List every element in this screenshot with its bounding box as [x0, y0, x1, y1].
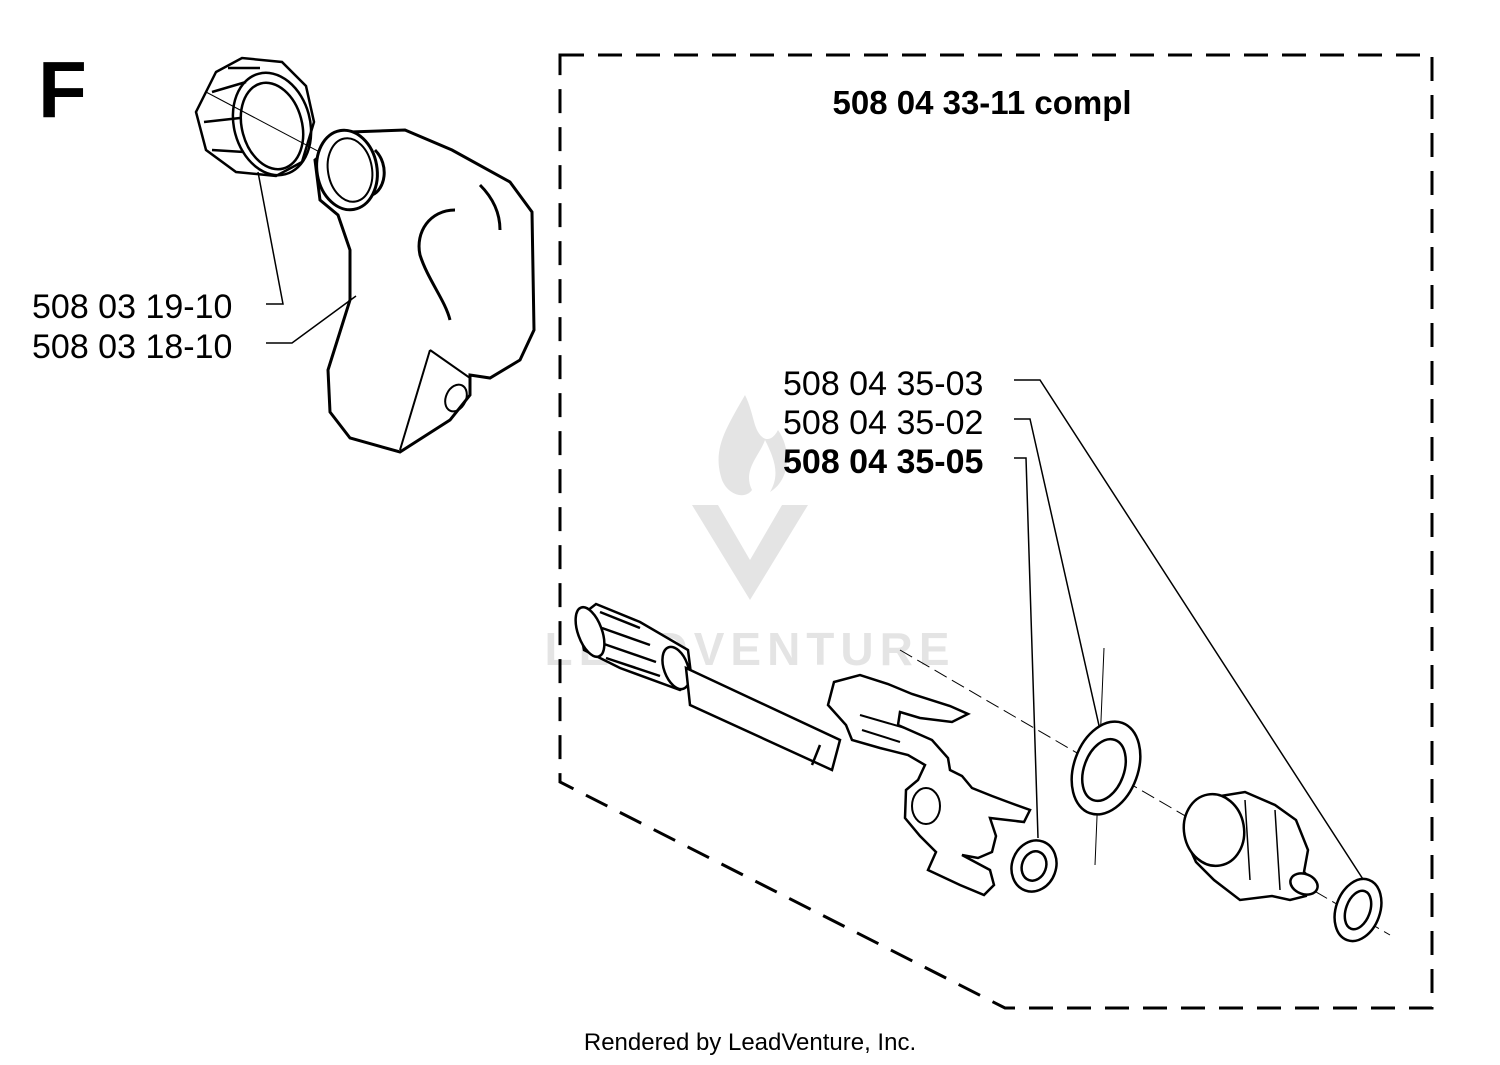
lever-part — [826, 673, 1032, 897]
washer-small-part — [1333, 877, 1383, 943]
washer-large-part — [1070, 720, 1142, 816]
housing-part — [313, 128, 536, 454]
assembly-frame — [558, 53, 1434, 1010]
footer-credit: Rendered by LeadVenture, Inc. — [584, 1029, 916, 1056]
leader-lines-left — [257, 171, 357, 344]
part-number-washer-mid: 508 04 35-05 — [783, 443, 983, 481]
v-logo-icon — [692, 505, 808, 600]
leader-lines-assembly — [1014, 379, 1371, 891]
shaft-part — [574, 602, 842, 772]
part-number-housing: 508 03 18-10 — [32, 328, 232, 366]
bushing-part — [1182, 790, 1319, 902]
flame-icon — [718, 395, 788, 496]
part-number-washer-small: 508 04 35-03 — [783, 365, 983, 403]
part-number-washer-large: 508 04 35-02 — [783, 404, 983, 442]
section-letter: F — [38, 45, 87, 134]
washer-mid-part — [1010, 839, 1058, 893]
part-number-knob: 508 03 19-10 — [32, 288, 232, 326]
knob-part — [194, 56, 421, 206]
assembly-label: 508 04 33-11 compl — [832, 84, 1131, 121]
